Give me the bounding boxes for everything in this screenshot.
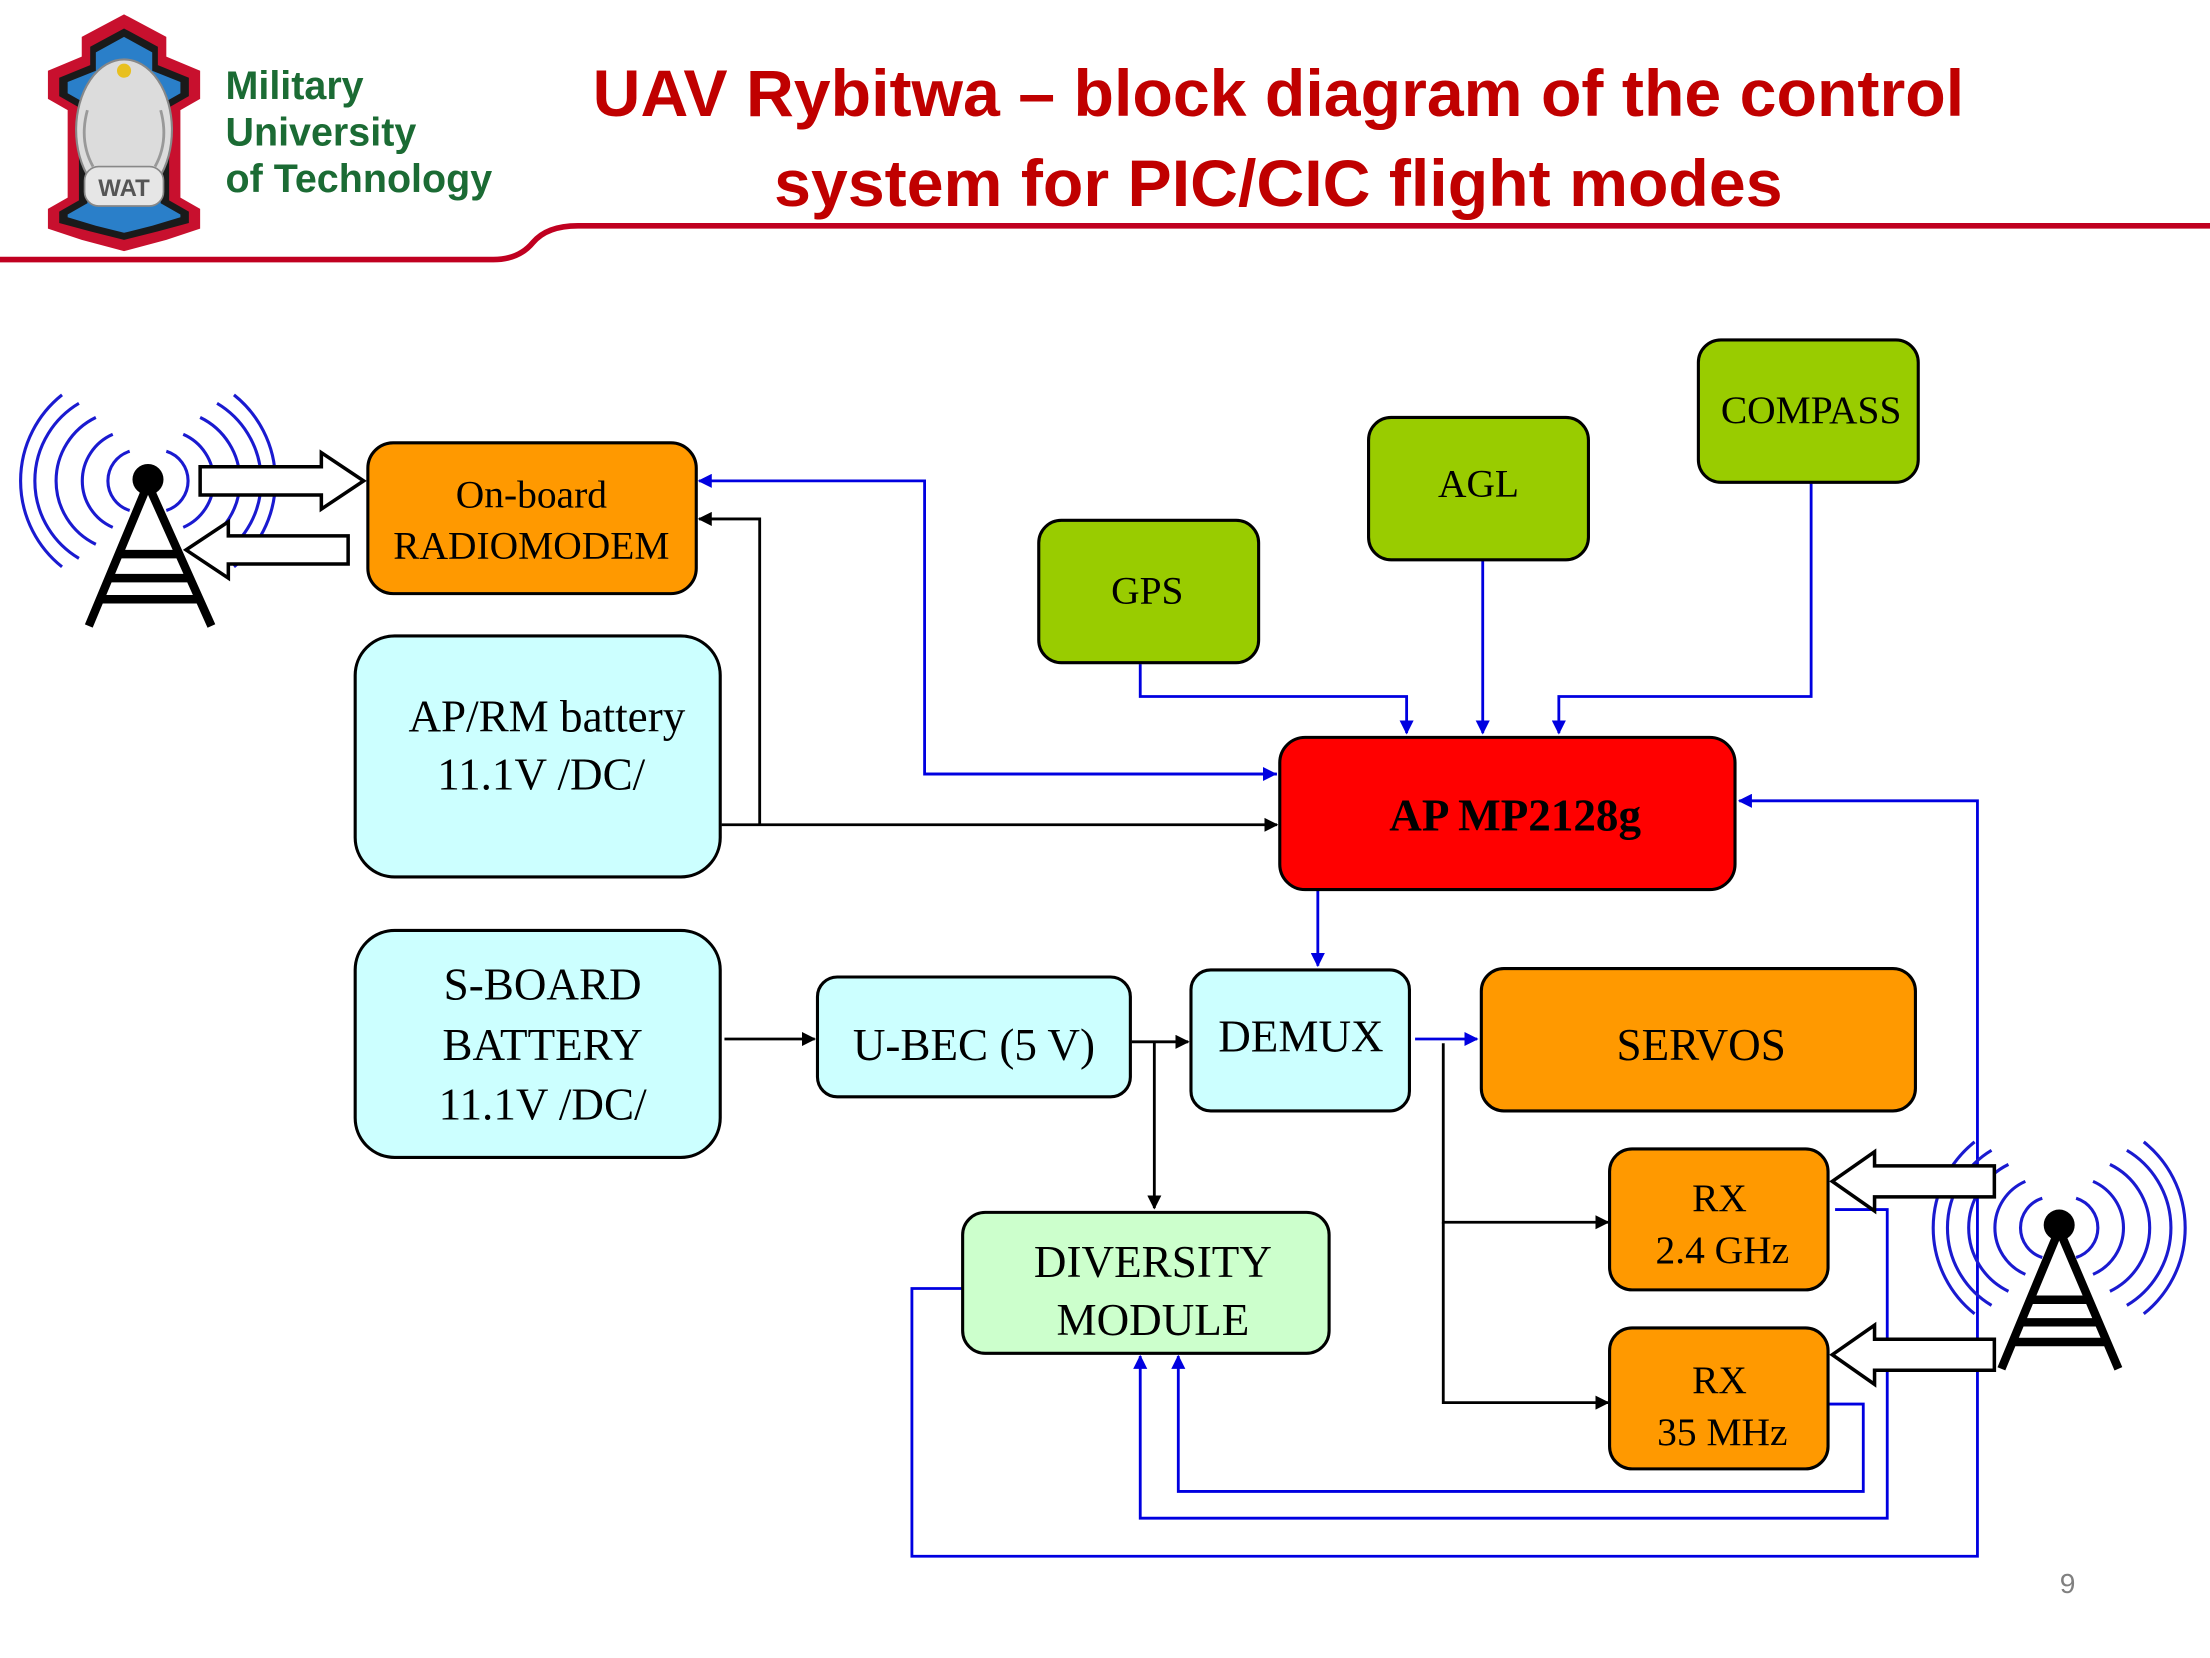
diversity-label-2: MODULE (1056, 1295, 1249, 1345)
block-gps[interactable]: GPS (1037, 518, 1261, 665)
block-rx-24ghz[interactable]: RX 2.4 GHz (1608, 1147, 1830, 1292)
rx35-label-2: 35 MHz (1657, 1410, 1787, 1454)
page-number: 9 (2060, 1567, 2076, 1599)
autopilot-label: AP MP2128g (1389, 790, 1641, 840)
radiomodem-label-2: RADIOMODEM (393, 523, 669, 567)
crest-badge-text: WAT (98, 175, 150, 202)
sboard-battery-label-3: 11.1V /DC/ (439, 1079, 647, 1129)
block-ubec[interactable]: U-BEC (5 V) (815, 975, 1132, 1099)
servos-label: SERVOS (1617, 1020, 1786, 1070)
rc-signal-arrow-rx35-icon (1829, 1321, 1997, 1388)
ground-antenna-icon (19, 393, 277, 628)
sboard-battery-label-2: BATTERY (442, 1020, 642, 1070)
aprm-battery-label-2: 11.1V /DC/ (437, 750, 645, 800)
link-demux-to-rx35 (1441, 1222, 1610, 1410)
radiomodem-label-1: On-board (456, 473, 607, 517)
connections (697, 473, 1979, 1558)
uplink-arrow-icon (198, 449, 367, 513)
header-divider (0, 222, 2210, 263)
crest-icon: WAT (47, 14, 201, 252)
block-autopilot[interactable]: AP MP2128g (1278, 735, 1737, 892)
link-rx35-to-diversity (1171, 1354, 1865, 1493)
rx24-label-2: 2.4 GHz (1655, 1228, 1789, 1272)
rc-signal-arrow-rx24-icon (1829, 1148, 1997, 1215)
rx35-label-1: RX (1692, 1358, 1747, 1402)
link-battery-to-radiomodem (697, 511, 762, 825)
slide-title-line-1: UAV Rybitwa – block diagram of the contr… (593, 57, 1965, 131)
diversity-label-1: DIVERSITY (1034, 1237, 1272, 1287)
block-demux[interactable]: DEMUX (1189, 968, 1411, 1113)
downlink-arrow-icon (182, 518, 350, 582)
aprm-battery-label-1: AP/RM battery (408, 692, 685, 742)
link-compass-to-ap (1551, 483, 1813, 735)
block-servos[interactable]: SERVOS (1479, 966, 1917, 1113)
link-diversity-to-ap (910, 793, 1979, 1558)
block-aprm-battery[interactable]: AP/RM battery 11.1V /DC/ (353, 634, 722, 879)
ubec-label: U-BEC (5 V) (853, 1020, 1095, 1070)
demux-label: DEMUX (1218, 1012, 1383, 1062)
block-agl[interactable]: AGL (1367, 415, 1590, 562)
block-rx-35mhz[interactable]: RX 35 MHz (1608, 1326, 1830, 1471)
sboard-battery-label-1: S-BOARD (444, 960, 642, 1010)
rx24-label-1: RX (1692, 1176, 1747, 1220)
block-compass[interactable]: COMPASS (1696, 338, 1920, 484)
gps-label: GPS (1111, 568, 1183, 612)
logo-line-3: of Technology (226, 157, 493, 201)
block-sboard-battery[interactable]: S-BOARD BATTERY 11.1V /DC/ (353, 928, 722, 1159)
logo-line-2: University (226, 110, 417, 154)
logo-line-1: Military (226, 64, 364, 108)
agl-label: AGL (1438, 461, 1519, 505)
compass-label: COMPASS (1721, 388, 1902, 432)
slide-title-line-2: system for PIC/CIC flight modes (774, 147, 1782, 221)
block-radiomodem[interactable]: On-board RADIOMODEM (366, 441, 698, 596)
block-diversity-module[interactable]: DIVERSITY MODULE (961, 1210, 1331, 1355)
university-logo: WAT Military University of Technology (47, 14, 493, 252)
link-gps-to-ap (1138, 664, 1414, 735)
